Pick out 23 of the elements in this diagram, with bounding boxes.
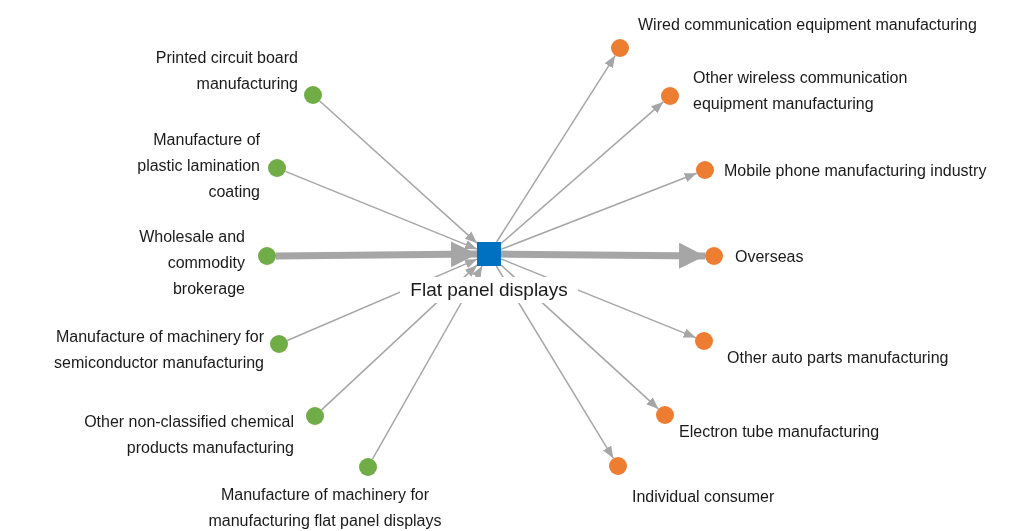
node-label: Mobile phone manufacturing industry [724, 161, 988, 181]
node-label: Wired communication equipment manufacturing [638, 15, 978, 35]
arrow [284, 170, 478, 250]
node-label: Overseas [735, 247, 805, 267]
node-label: Electron tube manufacturing [679, 422, 881, 442]
node-label: Individual consumer [632, 487, 776, 507]
arrow [495, 54, 616, 243]
node-label: Other non-classified chemical products manufacturing [83, 412, 294, 458]
arrow [500, 172, 698, 251]
node-label: Manufacture of plastic lamination coating [136, 130, 260, 202]
node-label: Manufacture of machinery for semiconductor manufacturing [53, 327, 264, 373]
node-label: Flat panel displays [400, 277, 578, 303]
arrow [500, 242, 706, 269]
arrow [500, 101, 664, 245]
node-label: Other wireless communication equipment manufacturing [693, 68, 909, 114]
square-node [477, 242, 501, 266]
arrow [318, 100, 478, 244]
arrow [275, 241, 478, 268]
node-label: Manufacture of machinery for manufacturing flat panel displays [207, 485, 443, 531]
node-label: Other auto parts manufacturing [727, 348, 950, 368]
arrow [495, 265, 615, 460]
node-label: Wholesale and commodity brokerage [138, 227, 245, 299]
node-label: Printed circuit board manufacturing [154, 48, 298, 94]
